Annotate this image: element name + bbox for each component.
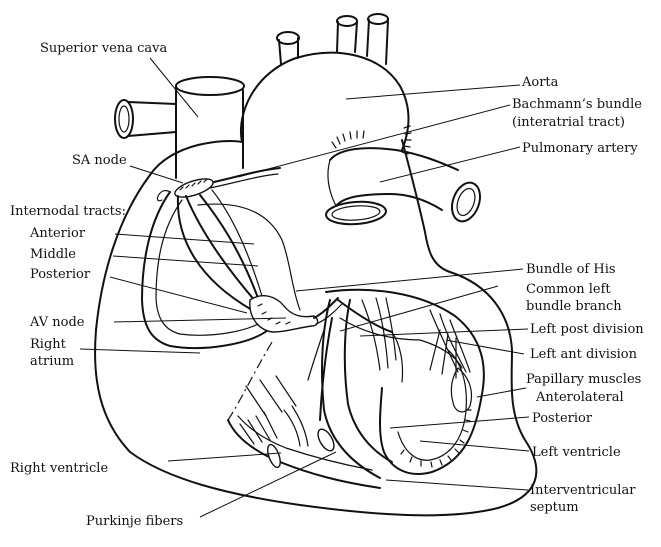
leader-lines (80, 58, 529, 517)
label-right-ventricle: Right ventricle (10, 461, 108, 476)
label-anterolateral: Anterolateral (535, 390, 624, 405)
left-bundle-branches (338, 298, 470, 382)
label-bachmanns-bundle-line2: (interatrial tract) (512, 115, 625, 130)
internodal-tracts (178, 190, 262, 310)
label-bundle-of-his: Bundle of His (526, 262, 616, 277)
label-superior-vena-cava: Superior vena cava (40, 41, 168, 56)
label-bachmanns-bundle-line1: Bachmann’s bundle (512, 97, 642, 112)
label-common-left-line1: Common left (526, 282, 611, 297)
label-av-node: AV node (29, 315, 85, 330)
label-internodal-tracts: Internodal tracts: (10, 204, 126, 219)
right-bundle-branch (308, 318, 332, 420)
left-ventricle-wall (326, 290, 484, 474)
label-left-ventricle: Left ventricle (532, 445, 621, 460)
sa-node (173, 175, 215, 201)
pulmonary-artery (325, 131, 485, 226)
label-papillary-muscles: Papillary muscles (526, 372, 641, 387)
label-right-atrium-line2: atrium (30, 354, 74, 369)
label-posterior-tract: Posterior (30, 267, 91, 282)
label-posterior-papillary: Posterior (532, 411, 593, 426)
bachmanns-bundle (210, 168, 280, 188)
label-middle-tract: Middle (30, 247, 76, 262)
label-common-left-line2: bundle branch (526, 299, 622, 314)
label-sa-node: SA node (72, 153, 127, 168)
aorta-hatch (402, 126, 411, 154)
av-node (250, 296, 318, 332)
label-anterior-tract: Anterior (29, 226, 86, 241)
label-left-post-division: Left post division (530, 322, 644, 337)
heart-outline (95, 140, 536, 515)
label-right-atrium-line1: Right (30, 337, 67, 352)
superior-vena-cava (115, 77, 244, 178)
aorta (241, 14, 409, 150)
label-pulmonary-artery: Pulmonary artery (522, 141, 638, 156)
label-interventricular-line1: Interventricular (530, 483, 636, 498)
label-purkinje-fibers: Purkinje fibers (86, 514, 183, 529)
label-interventricular-line2: septum (530, 500, 579, 515)
label-aorta: Aorta (521, 75, 559, 90)
label-left-ant-division: Left ant division (530, 347, 638, 362)
